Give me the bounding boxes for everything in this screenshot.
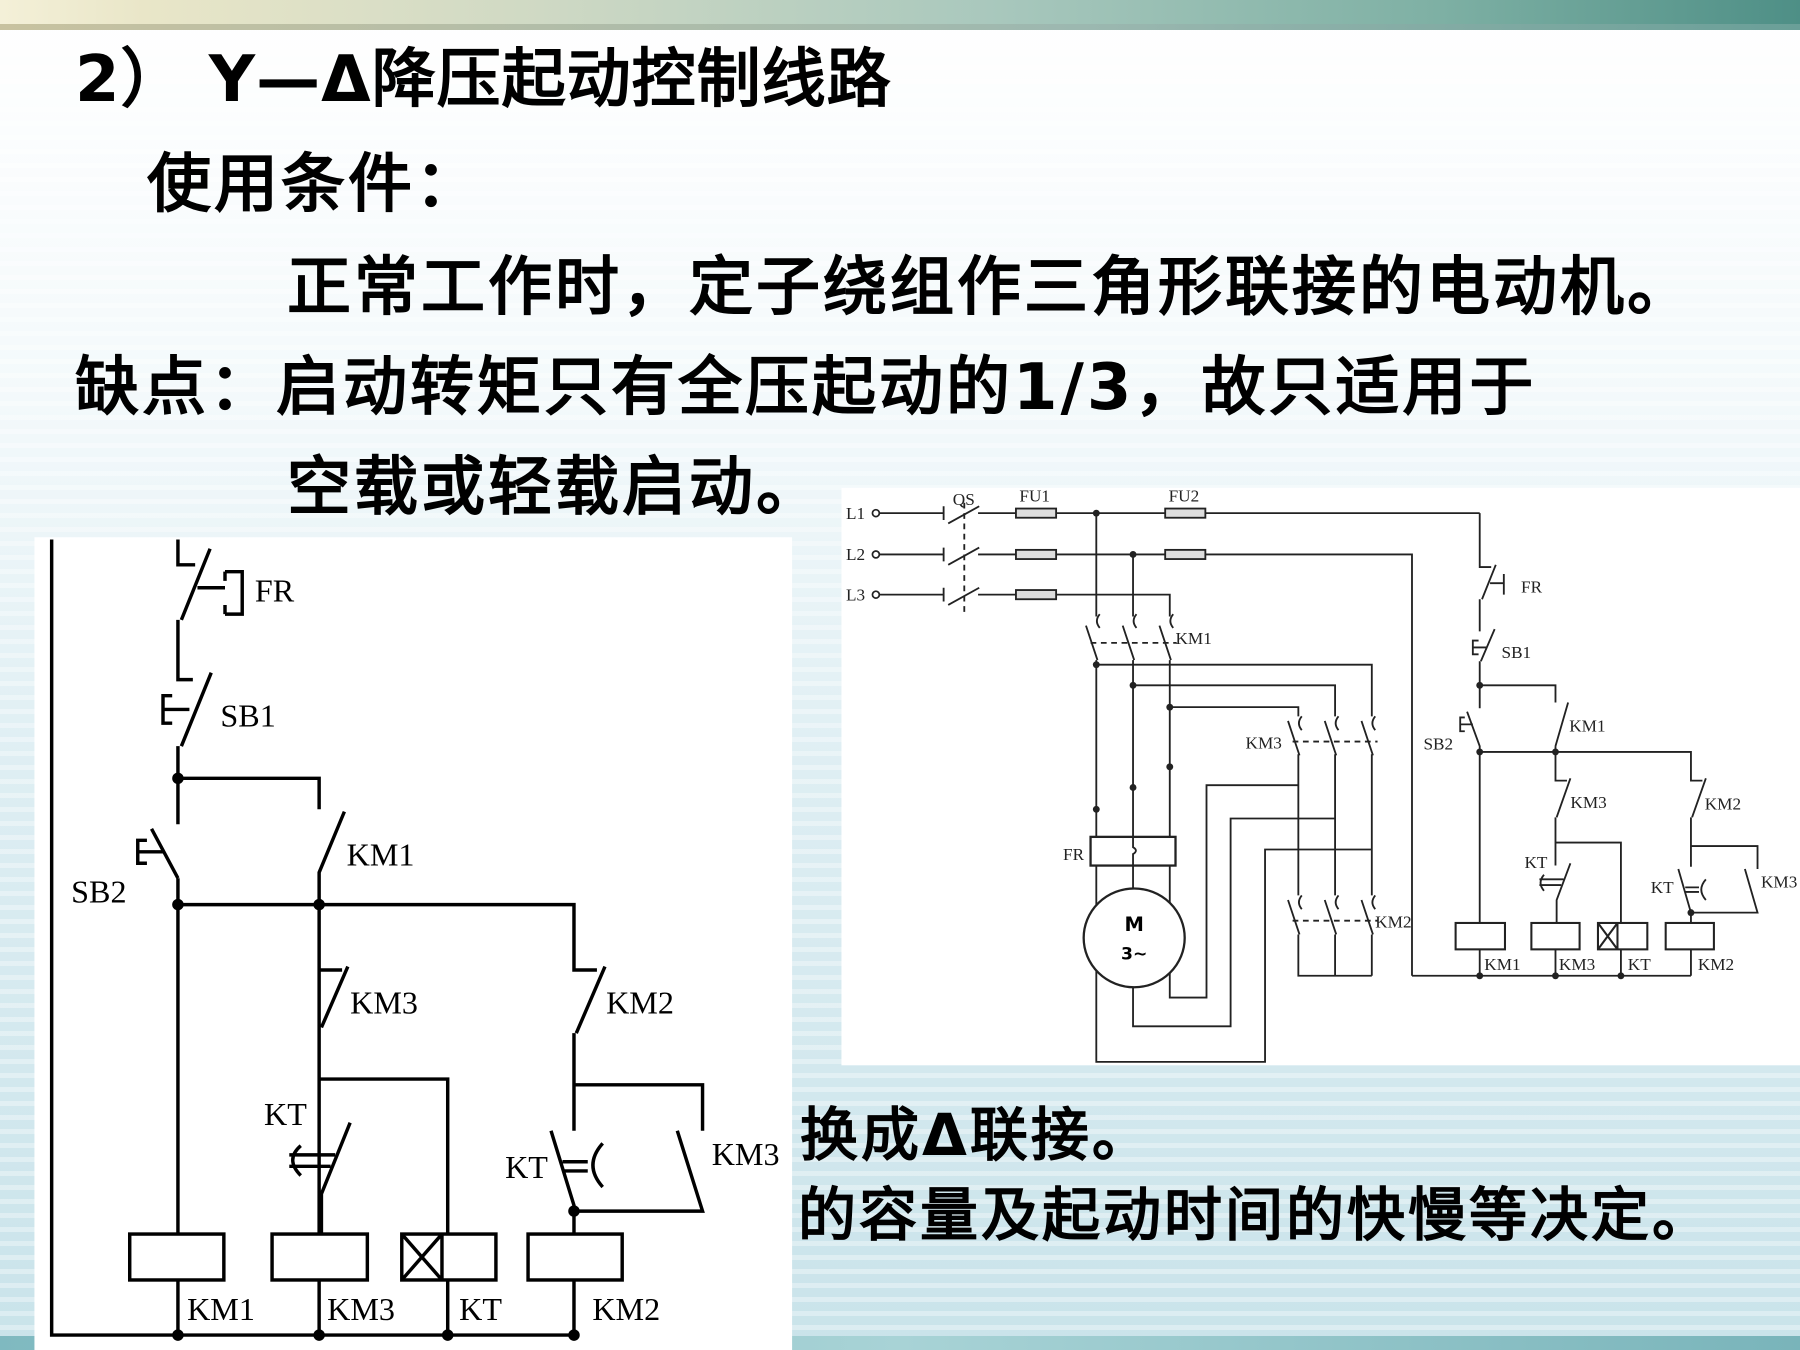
control-circuit-diagram: FR SB1 SB2 KM1 KM3 KM2 KT KT KM3 KM1 KM3…	[34, 537, 793, 1350]
label-km2-nc: KM2	[606, 985, 674, 1021]
coil-km1	[127, 1232, 226, 1282]
label-fu1: FU1	[1019, 487, 1050, 506]
terminal-circles	[871, 508, 881, 599]
drawback-line-1: 缺点：启动转矩只有全压起动的1/3，故只适用于	[75, 351, 1537, 425]
kt-nc-timer-symbol	[289, 1144, 336, 1177]
coil-kt-delay-mark	[400, 1232, 444, 1282]
slide-title: 2） Y—Δ降压起动控制线路	[75, 43, 892, 117]
fuses	[1015, 507, 1207, 601]
label-l3: L3	[846, 585, 865, 604]
right-junction-dots	[1092, 509, 1695, 980]
diagram-background	[841, 487, 1800, 1066]
sb2-button-symbol	[136, 838, 164, 865]
fuse-fu1-l2	[1015, 548, 1058, 560]
coil-km2	[526, 1232, 624, 1282]
coil-kt-delay-mark	[1597, 922, 1619, 950]
label-sb1: SB1	[220, 698, 275, 734]
label-km3-no: KM3	[1761, 872, 1797, 891]
label-coil-km1: KM1	[1484, 955, 1520, 974]
junction-dots	[172, 772, 580, 1341]
fr-heater-symbol	[1132, 836, 1137, 866]
label-kt-nc: KT	[264, 1096, 307, 1132]
label-kt-nc: KT	[1524, 853, 1547, 872]
fr-thermal-symbol	[197, 569, 244, 616]
label-sb2: SB2	[71, 873, 126, 909]
power-wires	[879, 505, 1480, 1063]
partial-text-line-1: 换成Δ联接。	[800, 1101, 1153, 1169]
right-control-symbols	[1459, 573, 1707, 901]
label-fr: FR	[255, 573, 295, 609]
label-km2-nc: KM2	[1705, 794, 1741, 813]
conditions-heading: 使用条件：	[147, 148, 482, 222]
contact-arcs	[1095, 613, 1376, 910]
motor-icon	[1082, 887, 1186, 989]
sb1-button-symbol	[161, 693, 190, 725]
label-km1-contact: KM1	[347, 837, 415, 873]
label-coil-km2: KM2	[1698, 955, 1734, 974]
label-km3-nc: KM3	[350, 985, 418, 1021]
coil-km2	[1664, 921, 1715, 951]
coils	[127, 1232, 624, 1282]
label-fr: FR	[1521, 577, 1543, 596]
fuse-fu2-l1	[1164, 507, 1207, 519]
kt-no-timer-symbol	[562, 1142, 604, 1189]
label-sb1: SB1	[1502, 643, 1532, 662]
label-fr-heater: FR	[1063, 845, 1085, 864]
label-km1-main: KM1	[1176, 629, 1212, 648]
fuse-fu1-l1	[1015, 507, 1058, 519]
main-circuit-diagram: M 3~ L1 L2 L3 QS FU1 FU2 KM1 KM3 KM2 F	[841, 487, 1800, 1066]
label-kt-no: KT	[505, 1149, 548, 1185]
label-coil-kt: KT	[1628, 955, 1651, 974]
label-coil-km1: KM1	[187, 1291, 255, 1327]
coil-km1	[1454, 921, 1507, 951]
label-l2: L2	[846, 545, 865, 564]
label-coil-km3: KM3	[1559, 955, 1595, 974]
coil-kt	[400, 1232, 498, 1282]
slide-header-banner	[0, 0, 1800, 30]
label-coil-km2: KM2	[592, 1291, 660, 1327]
label-km1-contact: KM1	[1569, 716, 1605, 735]
right-coils	[1454, 921, 1715, 951]
label-kt-no: KT	[1651, 878, 1674, 897]
diagram-background	[34, 537, 793, 1350]
motor-label: M	[1124, 913, 1143, 936]
conditions-text: 正常工作时，定子绕组作三角形联接的电动机。	[287, 251, 1694, 325]
coil-kt	[1596, 921, 1649, 951]
label-km3-no: KM3	[712, 1136, 780, 1172]
coil-km3	[1530, 921, 1581, 951]
label-l1: L1	[846, 504, 865, 523]
label-qs: QS	[953, 490, 975, 509]
partial-text-line-2: 的容量及起动时间的快慢等决定。	[798, 1181, 1714, 1249]
mechanical-linkages	[963, 502, 1378, 922]
label-km2-main: KM2	[1375, 913, 1411, 932]
motor-phase-label: 3~	[1121, 945, 1147, 965]
fuse-fu1-l3	[1015, 589, 1058, 601]
control-wires	[49, 539, 705, 1337]
label-km3-nc: KM3	[1570, 793, 1606, 812]
label-fu2: FU2	[1169, 487, 1200, 506]
drawback-line-2: 空载或轻载启动。	[287, 451, 823, 525]
coil-km3	[270, 1232, 370, 1282]
label-km3-main: KM3	[1246, 733, 1282, 752]
label-sb2: SB2	[1423, 735, 1453, 754]
label-coil-kt: KT	[459, 1291, 502, 1327]
fuse-fu2-l2	[1164, 548, 1207, 560]
label-coil-km3: KM3	[327, 1291, 395, 1327]
